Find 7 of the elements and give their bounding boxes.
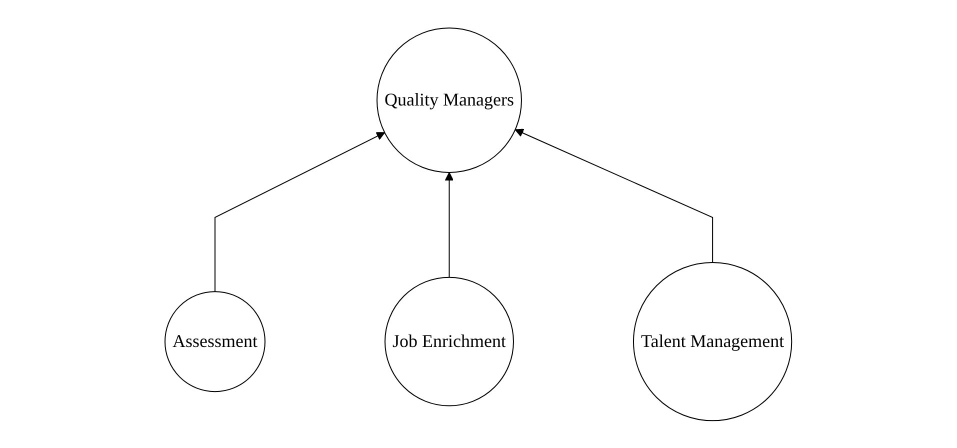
node-circle: Job Enrichment xyxy=(384,276,514,406)
arrow xyxy=(214,132,386,292)
node-circle: Quality Managers xyxy=(376,27,522,173)
arrow xyxy=(445,172,454,278)
arrow xyxy=(515,128,714,263)
node-circle: Talent Management xyxy=(633,262,792,421)
node-circle: Assessment xyxy=(164,290,266,392)
